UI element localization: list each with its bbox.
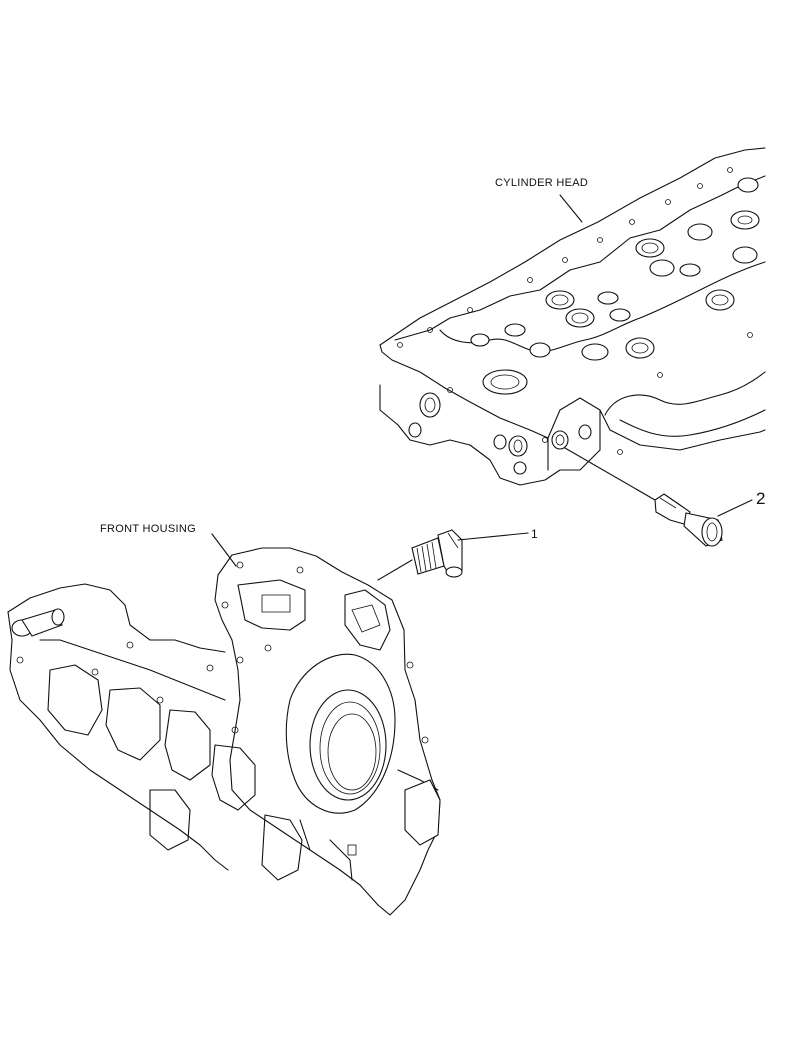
cylinder-head-drawing: CYLINDER HEAD bbox=[379, 147, 766, 486]
housing-holes bbox=[16, 561, 429, 744]
callout-2: 2 bbox=[756, 489, 765, 508]
crank-seal-bore bbox=[285, 653, 396, 814]
head-bolt-bosses bbox=[470, 177, 760, 395]
callout-1: 1 bbox=[531, 527, 538, 541]
head-small-holes bbox=[397, 167, 753, 455]
cylinder-head-label: CYLINDER HEAD bbox=[495, 177, 588, 189]
part-1-elbow: 1 bbox=[377, 527, 538, 581]
front-housing-label: FRONT HOUSING bbox=[100, 523, 196, 535]
part-2-sensor: 2 bbox=[564, 447, 765, 547]
front-housing-drawing: FRONT HOUSING bbox=[7, 523, 441, 916]
